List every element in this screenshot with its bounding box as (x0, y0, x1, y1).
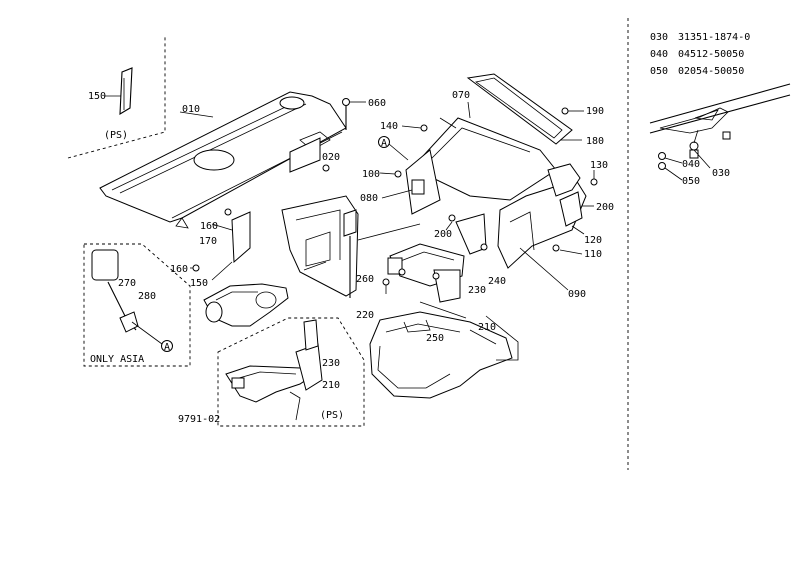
callout-250: 250 (426, 333, 444, 344)
callout-200-center: 200 (434, 229, 452, 240)
callout-210-inset: 210 (322, 380, 340, 391)
detail-inset-bracket: 030 040 050 (649, 83, 791, 187)
callout-110: 110 (584, 249, 602, 260)
cowl-side-parts: 080 100 140 A (360, 121, 428, 204)
callout-080: 080 (360, 193, 378, 204)
table-ref-1: 040 (650, 49, 668, 60)
callout-150-main: 150 (190, 278, 208, 289)
callout-240: 240 (488, 276, 506, 287)
callout-160-lower: 160 (170, 264, 188, 275)
cowl-070: 070 (405, 90, 587, 269)
dashboard-frame (281, 195, 421, 298)
callout-200-right: 200 (596, 202, 614, 213)
callout-190: 190 (586, 106, 604, 117)
callout-150-top: 150 (88, 91, 106, 102)
callout-010: 010 (182, 104, 200, 115)
circle-a-lower: A (164, 342, 170, 353)
bolt-060: 060 (342, 98, 386, 130)
callout-020: 020 (322, 152, 340, 163)
diagram-code: 9791-02 (178, 414, 220, 425)
callout-030: 030 (712, 168, 730, 179)
callout-180: 180 (586, 136, 604, 147)
callout-230-inset: 230 (322, 358, 340, 369)
transmission-housing: 250 (369, 311, 513, 399)
callout-120: 120 (584, 235, 602, 246)
callout-210-main: 210 (478, 322, 496, 333)
only-asia-label: ONLY ASIA (90, 354, 144, 365)
callout-280: 280 (138, 291, 156, 302)
callout-050: 050 (682, 176, 700, 187)
parts-table: 030 31351-1874-0 040 04512-50050 050 020… (627, 18, 750, 470)
callout-130: 130 (590, 160, 608, 171)
bracket-020: 020 (289, 137, 340, 173)
callout-270: 270 (118, 278, 136, 289)
callout-230-main: 230 (468, 285, 486, 296)
table-ref-0: 030 (650, 32, 668, 43)
panel-180: 180 190 (466, 73, 604, 147)
circle-a-upper: A (381, 138, 387, 149)
callout-040: 040 (682, 159, 700, 170)
callout-070: 070 (452, 90, 470, 101)
table-partno-1: 04512-50050 (678, 49, 744, 60)
table-ref-2: 050 (650, 66, 668, 77)
callout-260: 260 (356, 274, 374, 285)
callout-220: 220 (356, 310, 374, 321)
callout-140: 140 (380, 121, 398, 132)
right-callouts: 130 200 120 110 090 200 (434, 160, 614, 300)
callout-170: 170 (199, 236, 217, 247)
inset-ps-bottom: 230 210 (PS) (217, 317, 365, 427)
table-partno-2: 02054-50050 (678, 66, 744, 77)
mount-bracket: 260 220 230 240 210 (356, 213, 506, 333)
floor-outline (485, 315, 519, 361)
table-partno-0: 31351-1874-0 (678, 32, 750, 43)
callout-060: 060 (368, 98, 386, 109)
callout-100: 100 (362, 169, 380, 180)
callout-160-upper: 160 (200, 221, 218, 232)
callout-090: 090 (568, 289, 586, 300)
steering-bracket: 170 160 160 150 (170, 208, 289, 327)
ps-label-top: (PS) (104, 130, 128, 141)
ps-label-bottom: (PS) (320, 410, 344, 421)
inset-ps-top: 150 (PS) (67, 35, 166, 159)
inset-only-asia: A 270 280 ONLY ASIA (83, 243, 191, 367)
